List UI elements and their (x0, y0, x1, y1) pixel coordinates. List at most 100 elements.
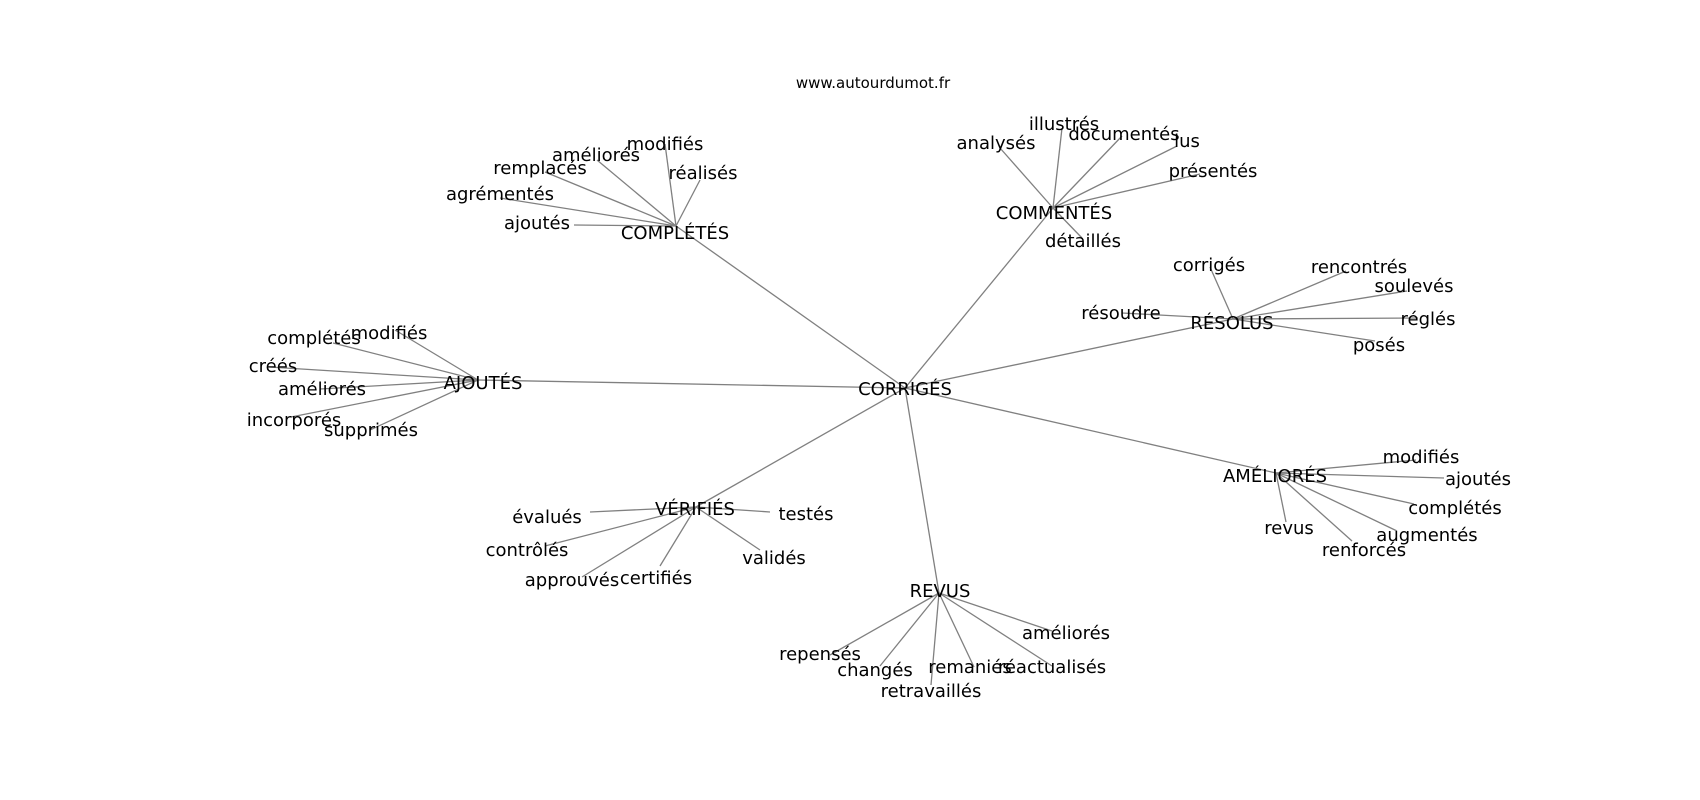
edge-hub-to-leaf (938, 592, 1053, 632)
leaf-node-label[interactable]: repensés (779, 644, 861, 665)
edge-hub-to-leaf (1052, 135, 1123, 209)
labels-layer: CORRIGÉS COMPLÉTÉS ajoutés agrémentés rempla… (247, 114, 1511, 702)
leaf-node-label[interactable]: modifiés (351, 323, 428, 344)
leaf-node-label[interactable]: retravaillés (881, 681, 982, 702)
site-url-label[interactable]: www.autourdumot.fr (796, 74, 951, 92)
edge-hub-to-leaf (596, 159, 677, 227)
leaf-node-label[interactable]: validés (742, 548, 806, 569)
leaf-node-label[interactable]: corrigés (1173, 255, 1245, 276)
leaf-node-label[interactable]: améliorés (278, 379, 366, 400)
leaf-node-label[interactable]: documentés (1068, 124, 1179, 145)
leaf-node-label[interactable]: modifiés (1383, 447, 1460, 468)
edge-hub-to-leaf (499, 197, 677, 227)
leaf-node-label[interactable]: certifiés (620, 568, 692, 589)
edge-hub-to-leaf (938, 592, 975, 668)
edge-hub-to-leaf (659, 506, 697, 567)
hub-node-label[interactable]: AMÉLIORÉS (1223, 465, 1327, 487)
edge-hub-to-leaf (1232, 318, 1376, 342)
hub-node-label[interactable]: COMPLÉTÉS (621, 222, 729, 244)
leaf-node-label[interactable]: incorporés (247, 410, 342, 431)
leaf-node-label[interactable]: posés (1353, 335, 1405, 356)
leaf-node-label[interactable]: réglés (1401, 309, 1456, 330)
edge-hub-to-leaf (1232, 270, 1347, 320)
hub-node-label[interactable]: AJOUTÉS (444, 372, 523, 394)
edge-hub-to-leaf (1209, 266, 1234, 320)
edge-hub-to-leaf (369, 379, 479, 431)
edge-hub-to-leaf (1275, 472, 1415, 505)
edge-hub-to-leaf (544, 506, 697, 547)
leaf-node-label[interactable]: analysés (957, 133, 1036, 154)
edge-hub-to-leaf (938, 592, 1053, 667)
leaf-node-label[interactable]: présentés (1169, 161, 1258, 182)
edge-hub-to-leaf (1052, 173, 1201, 209)
leaf-node-label[interactable]: testés (778, 504, 833, 525)
leaf-node-label[interactable]: améliorés (552, 145, 640, 166)
edge-hub-to-leaf (319, 379, 479, 390)
edge-hub-to-leaf (1275, 472, 1287, 523)
edge-hub-to-leaf (573, 224, 677, 227)
leaf-node-label[interactable]: rencontrés (1311, 257, 1407, 278)
edge-hub-to-leaf (589, 506, 697, 513)
edge-hub-to-leaf (695, 506, 771, 513)
edge-hub-to-leaf (1275, 472, 1398, 532)
edge-hub-to-leaf (999, 147, 1054, 209)
leaf-node-label[interactable]: réalisés (669, 163, 738, 184)
leaf-node-label[interactable]: revus (1264, 518, 1314, 539)
leaf-node-label[interactable]: complétés (1408, 498, 1501, 519)
leaf-node-label[interactable]: évalués (512, 507, 582, 528)
edge-center-to-hub (675, 225, 906, 389)
edge-hub-to-leaf (394, 329, 479, 381)
edge-hub-to-leaf (1052, 207, 1083, 239)
leaf-node-label[interactable]: détaillés (1045, 231, 1121, 252)
edge-center-to-hub (695, 387, 906, 508)
leaf-node-label[interactable]: contrôlés (486, 540, 569, 561)
edge-hub-to-leaf (675, 179, 701, 227)
leaf-node-label[interactable]: changés (837, 660, 913, 681)
leaf-node-label[interactable]: agrémentés (446, 184, 554, 205)
edge-hub-to-leaf (1052, 145, 1178, 209)
edge-hub-to-leaf (1121, 312, 1234, 320)
leaf-node-label[interactable]: supprimés (324, 420, 418, 441)
edge-hub-to-leaf (1232, 317, 1419, 320)
edge-hub-to-leaf (664, 143, 677, 227)
edge-hub-to-leaf (695, 506, 761, 551)
edge-hub-to-leaf (268, 366, 479, 381)
edge-hub-to-leaf (332, 342, 479, 381)
leaf-node-label[interactable]: modifiés (627, 134, 704, 155)
leaf-node-label[interactable]: illustrés (1029, 114, 1099, 135)
edge-center-to-hub (904, 318, 1234, 389)
leaf-node-label[interactable]: réactualisés (998, 657, 1106, 678)
edge-hub-to-leaf (290, 379, 479, 418)
center-node-label[interactable]: CORRIGÉS (858, 378, 952, 400)
leaf-node-label[interactable]: résoudre (1081, 303, 1160, 324)
edge-hub-to-leaf (930, 592, 940, 686)
hub-node-label[interactable]: COMMENTÉS (996, 202, 1112, 224)
edges-layer (268, 127, 1445, 686)
edge-center-to-hub (477, 379, 906, 389)
leaf-node-label[interactable]: remplacés (493, 158, 586, 179)
edge-hub-to-leaf (1275, 472, 1445, 479)
hub-node-label[interactable]: VÉRIFIÉS (655, 498, 735, 520)
edge-hub-to-leaf (829, 592, 940, 656)
leaf-node-label[interactable]: créés (249, 356, 297, 377)
edge-hub-to-leaf (1052, 127, 1063, 209)
leaf-node-label[interactable]: renforcés (1322, 540, 1406, 561)
edge-center-to-hub (904, 207, 1054, 389)
leaf-node-label[interactable]: lus (1174, 131, 1200, 152)
leaf-node-label[interactable]: soulevés (1375, 276, 1454, 297)
edge-hub-to-leaf (581, 506, 697, 578)
leaf-node-label[interactable]: remaniés (928, 657, 1012, 678)
leaf-node-label[interactable]: complétés (267, 328, 360, 349)
leaf-node-label[interactable]: ajoutés (504, 213, 570, 234)
edge-hub-to-leaf (879, 592, 940, 667)
leaf-node-label[interactable]: approuvés (525, 570, 619, 591)
leaf-node-label[interactable]: augmentés (1376, 525, 1477, 546)
leaf-node-label[interactable]: ajoutés (1445, 469, 1511, 490)
edge-center-to-hub (904, 387, 940, 594)
edge-hub-to-leaf (1275, 472, 1353, 542)
hub-node-label[interactable]: RÉSOLUS (1190, 312, 1273, 334)
leaf-node-label[interactable]: améliorés (1022, 623, 1110, 644)
hub-node-label[interactable]: REVUS (910, 581, 971, 602)
edge-center-to-hub (904, 387, 1277, 474)
